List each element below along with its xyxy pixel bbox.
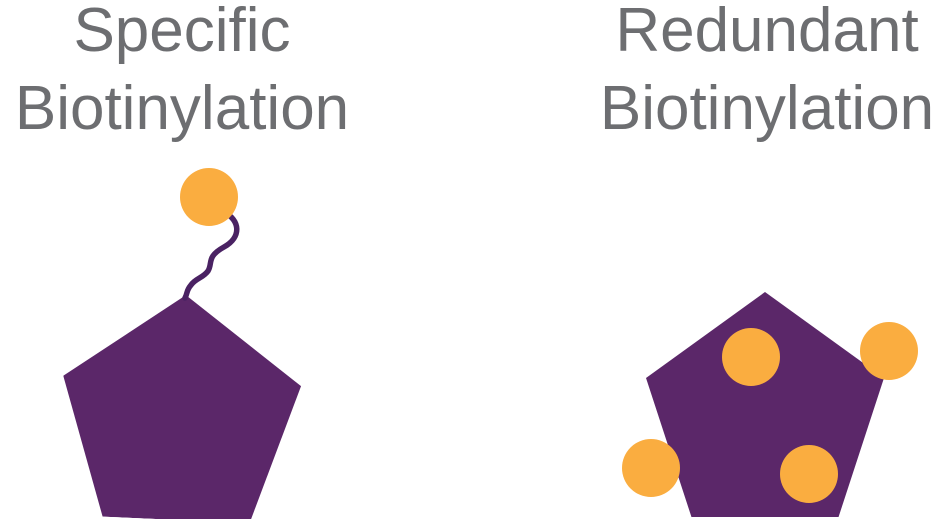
redundant-biotinylation-title: Redundant Biotinylation (599, 0, 935, 143)
biotin-circle-redundant-left (622, 439, 680, 497)
specific-biotinylation-title: Specific Biotinylation (14, 0, 350, 143)
biotin-circle-redundant-top (722, 328, 780, 386)
biotin-circle-specific (180, 168, 238, 226)
biotin-circle-redundant-right (860, 322, 918, 380)
biotin-circle-redundant-bottom (780, 445, 838, 503)
protein-pentagon-specific (57, 290, 305, 519)
protein-pentagon-redundant (646, 292, 884, 517)
